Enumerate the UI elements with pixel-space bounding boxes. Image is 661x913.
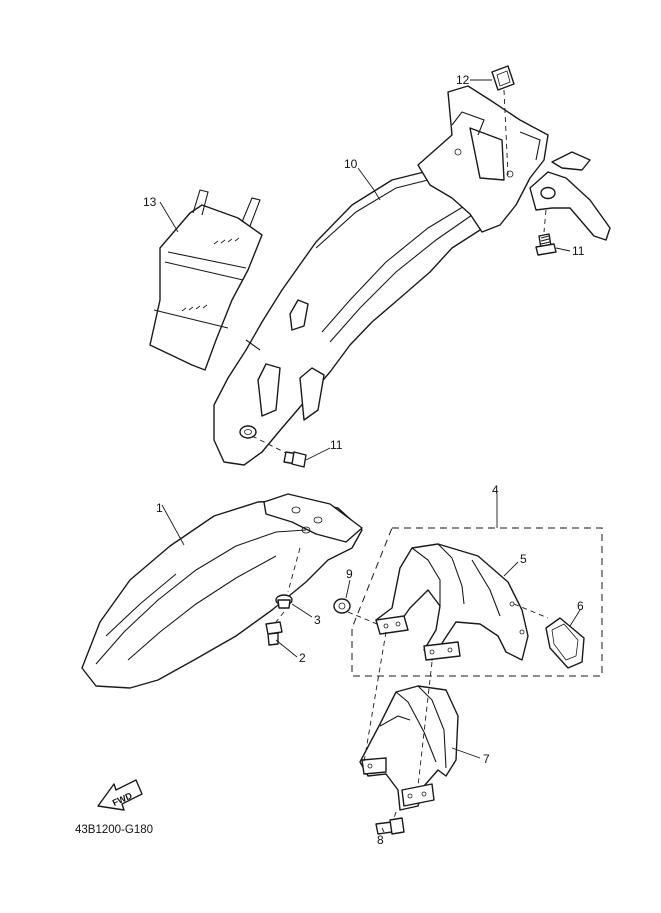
part-8-bolt[interactable] [375,811,405,835]
part-12-clip[interactable] [491,65,515,176]
assembly-line [417,661,433,787]
callout-8: 8 [377,833,384,847]
leader-lines [159,79,581,833]
callout-1: 1 [156,501,163,515]
part-11-bolt-upper[interactable] [535,209,557,256]
callout-9: 9 [346,567,353,581]
callout-11-upper: 11 [572,244,585,258]
part-4-assembly-box [351,527,603,677]
callout-7: 7 [483,752,490,766]
part-13-mud-flap[interactable] [149,189,263,371]
part-11-bolt-lower[interactable] [251,435,307,468]
assembly-line [363,631,387,763]
drawing-code: 43B1200-G180 [75,824,153,836]
part-7-guard-plate[interactable] [359,685,459,811]
callout-13: 13 [143,195,157,209]
part-2-bolt[interactable] [265,611,285,646]
callout-10: 10 [344,157,358,171]
callout-5: 5 [520,552,527,566]
fwd-arrow-icon: FWD [97,779,143,811]
part-1-front-fender[interactable] [81,493,363,689]
part-5-inner-fender[interactable] [375,543,549,661]
part-10-rear-fender[interactable] [213,85,611,466]
callout-6: 6 [577,599,584,613]
callout-12: 12 [456,73,470,87]
callout-4: 4 [492,483,499,497]
part-6-rubber-pad[interactable] [545,617,585,669]
part-3-collar[interactable] [275,547,301,609]
callout-3: 3 [314,613,321,627]
callout-11-lower: 11 [330,438,343,452]
callout-2: 2 [299,651,306,665]
